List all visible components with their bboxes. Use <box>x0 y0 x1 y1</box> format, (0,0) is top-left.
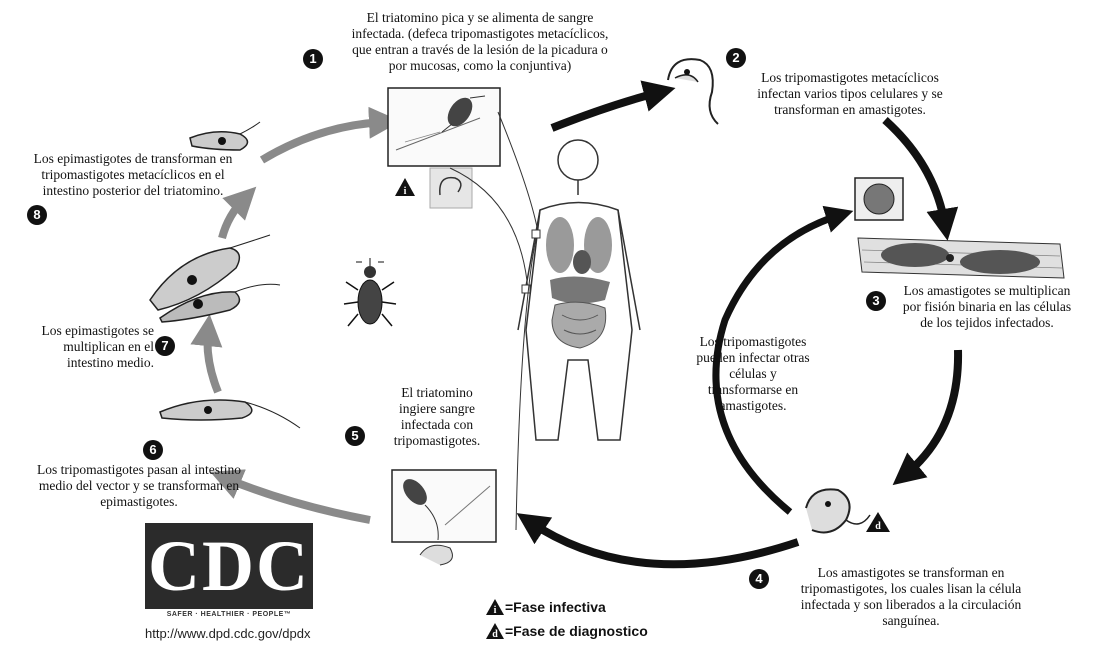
inner-cycle-note: Los tripomastigotes pueden infectar otra… <box>678 334 828 414</box>
svg-text:i: i <box>494 605 497 615</box>
step8-number: 8 <box>27 205 47 225</box>
arrow-6-to-7 <box>207 330 218 392</box>
svg-text:i: i <box>404 186 407 197</box>
step2-number: 2 <box>726 48 746 68</box>
cdc-logo: CDC <box>145 523 313 609</box>
infective-stage-marker-1: i <box>395 178 415 197</box>
panel-metacyclic-inset <box>430 168 472 208</box>
cdc-logo-text: CDC <box>145 523 313 609</box>
infective-legend-label: =Fase infectiva <box>505 599 606 615</box>
step4-text: Los amastigotes se transforman en tripom… <box>766 565 1056 629</box>
human-body-figure <box>518 140 640 440</box>
step8-text: Los epimastigotes de transforman en trip… <box>6 151 260 199</box>
diagnostic-legend-label: =Fase de diagnostico <box>505 623 648 639</box>
step1-number: 1 <box>303 49 323 69</box>
step5-text: El triatomino ingiere sangre infectada c… <box>372 385 502 449</box>
step3-text: Los amastigotes se multiplican por fisió… <box>882 283 1092 331</box>
infected-tissue <box>855 178 1064 278</box>
step7-text: Los epimastigotes se multiplican en el i… <box>14 323 154 371</box>
svg-text:d: d <box>875 521 881 532</box>
cdc-tagline: SAFER · HEALTHIER · PEOPLE™ <box>145 611 313 618</box>
diagnostic-legend-icon: d <box>486 623 504 639</box>
triatomine-bug <box>344 258 396 326</box>
step1-text: El triatomino pica y se alimenta de sang… <box>330 10 630 74</box>
arrow-7-to-8 <box>222 198 245 238</box>
arrow-4-to-5 <box>530 522 798 564</box>
panel-bug-feeding <box>392 470 496 565</box>
step6-text: Los tripomastigotes pasan al intestino m… <box>4 462 274 510</box>
trypomastigote-step4 <box>806 489 870 532</box>
epimastigote-step8 <box>190 122 260 150</box>
step7-number: 7 <box>155 336 175 356</box>
step6-number: 6 <box>143 440 163 460</box>
arrow-3-to-4 <box>905 350 958 475</box>
cdc-url: http://www.dpd.cdc.gov/dpdx <box>145 626 310 641</box>
arrow-1-to-2 <box>552 92 660 128</box>
infective-legend-icon: i <box>486 599 504 615</box>
step2-text: Los tripomastigotes metacíclicos infecta… <box>735 70 965 118</box>
epimastigote-step6 <box>160 400 300 428</box>
arrow-8-to-1 <box>262 122 385 160</box>
panel-bug-biting <box>388 88 500 166</box>
trypomastigote-step2 <box>668 59 718 124</box>
epimastigote-step7 <box>150 235 280 322</box>
step5-number: 5 <box>345 426 365 446</box>
svg-text:d: d <box>492 629 498 639</box>
